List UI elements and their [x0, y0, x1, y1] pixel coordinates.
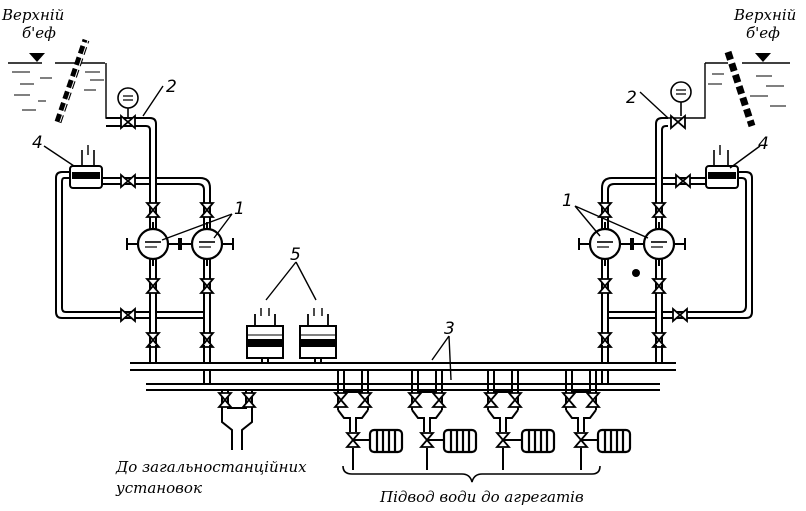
upper-level-right-label-2: б'еф	[746, 24, 780, 42]
gate-valve-icon[interactable]	[218, 392, 232, 408]
marker-5: 5	[290, 245, 301, 265]
gate-valve-icon[interactable]	[598, 202, 612, 218]
gate-valve-icon[interactable]	[200, 202, 214, 218]
marker-4-left: 4	[32, 133, 43, 153]
supply-label: Підвод води до агрегатів	[380, 488, 584, 506]
gate-valve-icon[interactable]	[562, 392, 576, 408]
gate-valve-icon[interactable]	[652, 202, 666, 218]
gate-valve-icon[interactable]	[200, 332, 214, 348]
to-station-label-2: установок	[116, 479, 202, 497]
unit-icon	[442, 428, 478, 454]
debris-mark	[632, 269, 640, 277]
gate-valve-icon[interactable]	[598, 278, 612, 294]
marker-2-left: 2	[166, 77, 177, 97]
marker-1-right: 1	[562, 191, 573, 211]
upper-level-left-label-2: б'еф	[22, 24, 56, 42]
gate-valve-icon[interactable]	[200, 278, 214, 294]
filter-tank-icon	[246, 307, 284, 359]
marker-4-right: 4	[758, 134, 769, 154]
filter-tank-4-left	[69, 145, 103, 189]
main-collector	[130, 345, 676, 391]
gate-valve-icon[interactable]	[334, 392, 348, 408]
upper-level-right-label: Верхній	[734, 6, 797, 24]
gate-valve-icon[interactable]	[120, 308, 136, 322]
right-intake-piping	[601, 117, 753, 345]
upper-level-left-label: Верхній	[2, 6, 65, 24]
trash-rack-left	[54, 38, 90, 124]
water-level-icon	[29, 53, 45, 62]
gate-valve-icon[interactable]	[675, 174, 691, 188]
upper-reservoir-left	[8, 38, 138, 124]
unit-branch-1	[337, 370, 372, 470]
gate-valve-icon[interactable]	[120, 174, 136, 188]
upper-reservoir-right	[668, 50, 790, 128]
gate-valve-icon[interactable]	[408, 392, 422, 408]
marker-3: 3	[444, 319, 455, 339]
gate-valve-icon[interactable]	[586, 392, 600, 408]
supply-brace	[342, 465, 601, 483]
marker-1-left: 1	[234, 199, 245, 219]
gate-valve-icon[interactable]	[146, 278, 160, 294]
water-level-icon	[755, 53, 771, 62]
unit-icon	[520, 428, 556, 454]
gate-valve-icon[interactable]	[146, 332, 160, 348]
unit-icon	[368, 428, 404, 454]
pump-icon	[179, 220, 235, 268]
gate-valve-icon[interactable]	[652, 278, 666, 294]
marker-2-right: 2	[626, 88, 637, 108]
gate-valve-icon[interactable]	[672, 308, 688, 322]
leader-lines	[43, 85, 761, 381]
gate-valve-icon[interactable]	[652, 332, 666, 348]
filter-tank-4-right	[705, 145, 739, 189]
trash-rack-right	[724, 50, 756, 128]
filter-tank-icon	[299, 307, 337, 359]
to-station-label: До загальностанційних	[116, 458, 307, 476]
unit-branch-4	[565, 370, 600, 470]
unit-icon	[596, 428, 632, 454]
gate-valve-icon[interactable]	[358, 392, 372, 408]
gate-valve-icon[interactable]	[508, 392, 522, 408]
pump-icon	[631, 220, 687, 268]
pressure-gauge-icon	[670, 81, 692, 116]
gate-valve-icon[interactable]	[242, 392, 256, 408]
pump-icon	[577, 220, 633, 268]
gate-valve-icon[interactable]	[484, 392, 498, 408]
gate-valve-icon[interactable]	[598, 332, 612, 348]
gate-valve-icon[interactable]	[146, 202, 160, 218]
gate-valve-icon[interactable]	[432, 392, 446, 408]
pump-icon	[125, 220, 181, 268]
pressure-gauge-icon	[117, 87, 139, 118]
